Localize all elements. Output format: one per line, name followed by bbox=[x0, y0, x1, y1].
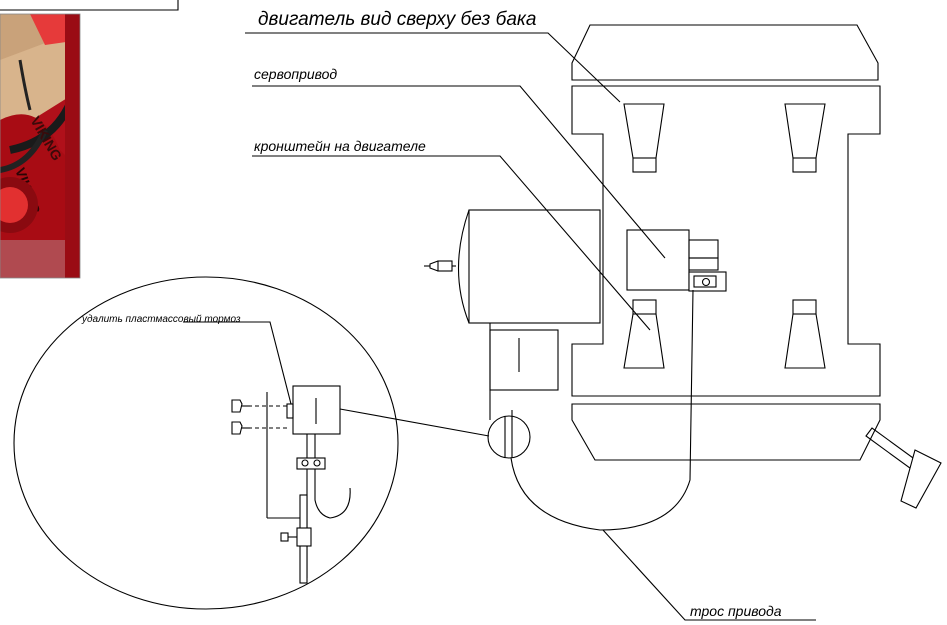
label-servo: сервопривод bbox=[254, 66, 337, 82]
drive-cable bbox=[510, 289, 694, 531]
label-remove-brake: удалить пластмассовый тормоз bbox=[81, 314, 241, 325]
bracket-motor bbox=[424, 209, 601, 420]
servo-unit bbox=[626, 229, 727, 292]
label-leaders bbox=[245, 32, 816, 621]
detail-ellipse bbox=[13, 276, 490, 610]
engine-body bbox=[571, 24, 942, 509]
label-engine-bracket: кронштейн на двигателе bbox=[254, 138, 426, 154]
cable-junction bbox=[487, 415, 531, 459]
photo-inset: VIKING VIKING bbox=[0, 0, 179, 279]
label-engine-top-view: двигатель вид сверху без бака bbox=[258, 9, 536, 30]
label-drive-cable: трос привода bbox=[690, 603, 782, 619]
